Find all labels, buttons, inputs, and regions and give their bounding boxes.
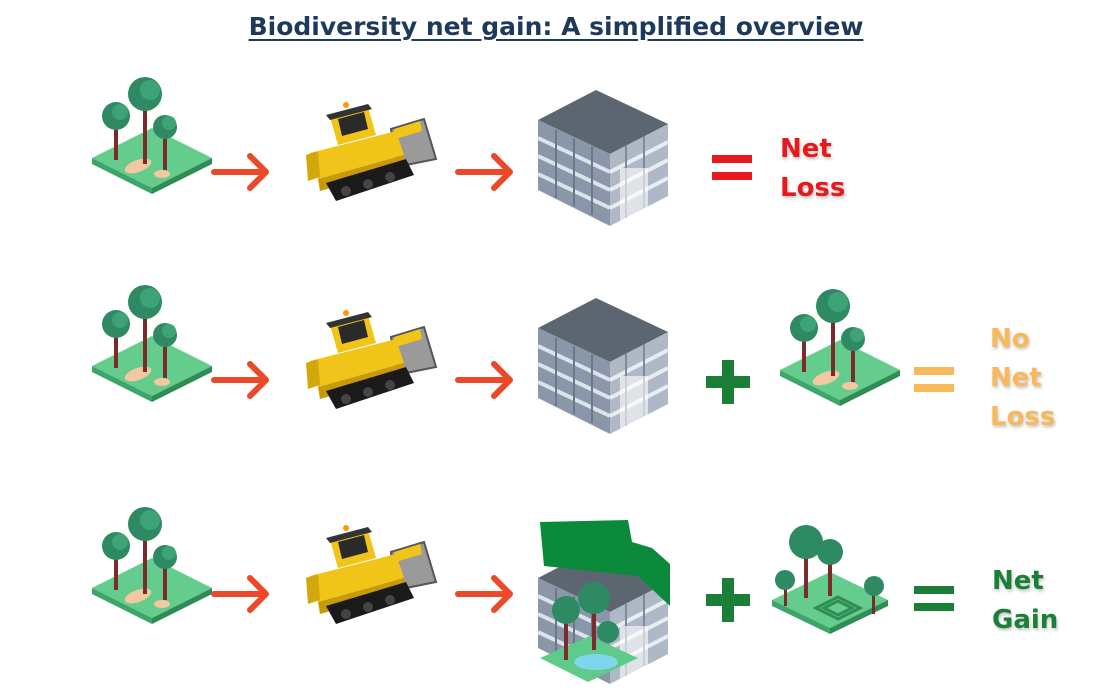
diagram-title: Biodiversity net gain: A simplified over… — [248, 12, 864, 41]
result-line: Net — [780, 134, 832, 164]
result-line: Loss — [780, 173, 846, 203]
equals-icon — [712, 155, 752, 180]
equals-icon — [914, 586, 954, 611]
result-no-net-loss: No Net Loss — [990, 320, 1055, 437]
result-line: No — [990, 324, 1030, 354]
woodland-icon — [92, 285, 212, 402]
bulldozer-icon — [305, 101, 437, 202]
arrow-icon — [458, 156, 510, 188]
woodland-icon — [92, 507, 212, 624]
arrow-icon — [214, 578, 266, 610]
woodland-icon — [780, 289, 900, 406]
plus-icon — [706, 360, 750, 404]
plus-icon — [706, 578, 750, 622]
green-roof-building-icon — [536, 520, 670, 686]
office-building-icon — [536, 88, 670, 228]
arrow-icon — [214, 364, 266, 396]
result-net-gain: Net Gain — [992, 562, 1058, 640]
arrow-icon — [214, 156, 266, 188]
result-line: Net — [990, 363, 1042, 393]
result-line: Gain — [992, 605, 1059, 635]
result-line: Loss — [990, 402, 1056, 432]
arrow-icon — [458, 578, 510, 610]
bulldozer-icon — [305, 309, 437, 410]
woodland-icon — [92, 77, 212, 194]
arrow-icon — [458, 364, 510, 396]
office-building-icon — [536, 296, 670, 436]
result-net-loss: Net Loss — [780, 130, 845, 208]
woodland-with-maze-icon — [772, 525, 888, 634]
result-line: Net — [992, 566, 1044, 596]
equals-icon — [914, 367, 954, 392]
bulldozer-icon — [305, 524, 437, 625]
